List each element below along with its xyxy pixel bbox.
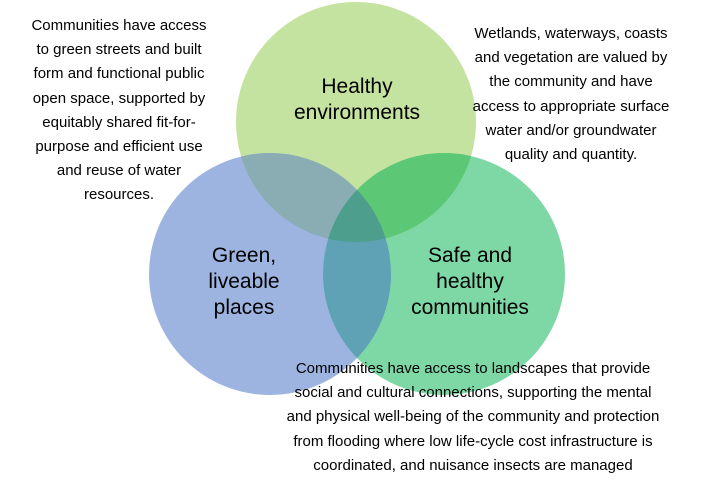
label-safe-healthy-communities: Safe and healthy communities	[380, 243, 560, 321]
label-healthy-environments: Healthy environments	[262, 74, 452, 126]
description-line: coordinated, and nuisance insects are ma…	[313, 456, 633, 474]
label-line: healthy	[436, 270, 504, 293]
description-green-places: Communities have access to green streets…	[2, 14, 236, 208]
description-safe-communities: Communities have access to landscapes th…	[238, 357, 708, 478]
description-line: Communities have access to landscapes th…	[295, 360, 651, 377]
label-line: Safe and	[427, 244, 513, 267]
description-line: to green streets and built	[36, 41, 202, 59]
description-line: the community and have	[489, 73, 653, 91]
label-green-liveable-places: Green, liveable places	[174, 243, 314, 321]
description-line: resources.	[83, 186, 155, 204]
description-line: form and functional public	[33, 65, 205, 83]
label-line: Healthy	[321, 75, 393, 98]
label-line: places	[213, 296, 275, 319]
label-line: Green,	[211, 244, 277, 267]
description-healthy-environments: Wetlands, waterways, coasts and vegetati…	[440, 22, 702, 167]
description-line: access to appropriate surface	[472, 97, 670, 115]
description-line: open space, supported by	[32, 89, 206, 107]
description-line: quality and quantity.	[504, 146, 638, 164]
description-line: Communities have access	[31, 17, 207, 34]
description-line: social and cultural connections, support…	[294, 384, 652, 402]
overlap-environments-communities	[323, 153, 476, 242]
description-line: and physical well-being of the community…	[286, 408, 660, 426]
description-line: from flooding where low life-cycle cost …	[293, 432, 653, 450]
description-line: equitably shared fit-for-	[42, 113, 196, 131]
description-line: Wetlands, waterways, coasts	[474, 25, 668, 42]
label-line: liveable	[208, 270, 280, 293]
description-line: purpose and efficient use	[35, 138, 203, 156]
label-line: communities	[411, 296, 529, 319]
overlap-environments-places	[236, 153, 391, 242]
description-line: water and/or groundwater	[485, 121, 657, 139]
description-line: and reuse of water	[56, 162, 182, 180]
label-line: environments	[293, 101, 421, 124]
description-line: and vegetation are valued by	[474, 49, 668, 67]
